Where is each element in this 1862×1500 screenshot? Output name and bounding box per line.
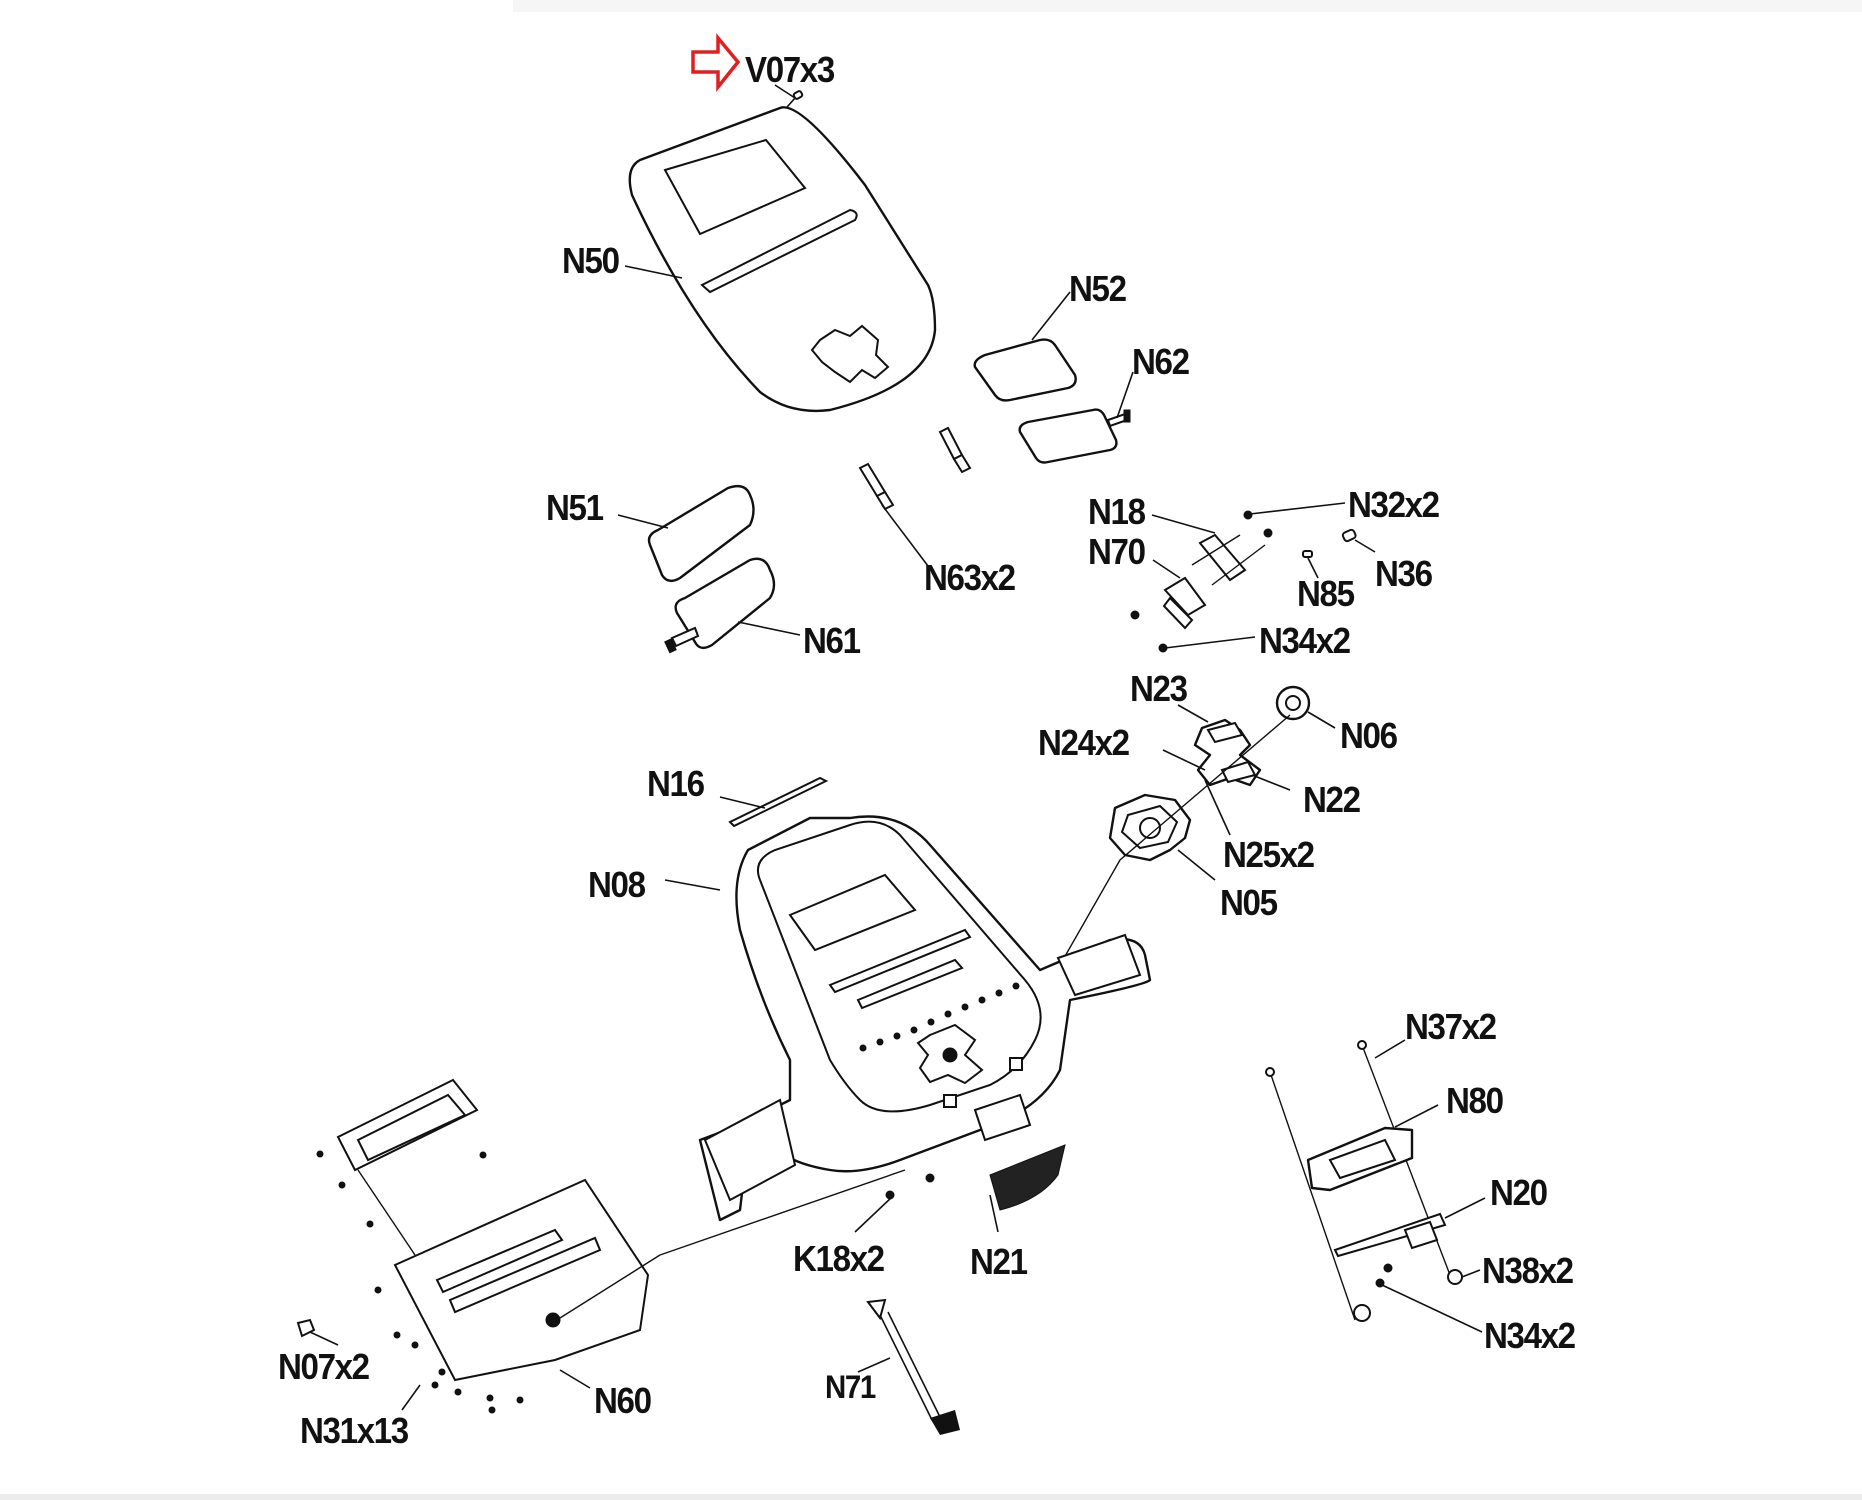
- bottom-band: [0, 1494, 1862, 1500]
- label-n05: N05: [1220, 882, 1278, 923]
- red-arrow-icon: [691, 33, 741, 92]
- part-n60-board: [316, 1078, 661, 1414]
- part-n61-pad: [664, 557, 801, 654]
- console-button-dots: [859, 982, 1020, 1052]
- label-k18x2: K18x2: [793, 1238, 885, 1279]
- label-n31x13: N31x13: [300, 1410, 409, 1451]
- part-n18-n70-bracket: [1130, 502, 1346, 653]
- label-n60: N60: [594, 1380, 652, 1421]
- label-n18: N18: [1088, 491, 1146, 532]
- label-n07x2: N07x2: [278, 1346, 370, 1387]
- part-n71-cable: [857, 1298, 960, 1435]
- part-n21-grille: [989, 1144, 1066, 1233]
- label-n85: N85: [1297, 573, 1355, 614]
- label-n70: N70: [1088, 531, 1146, 572]
- label-n24x2: N24x2: [1038, 722, 1130, 763]
- label-n22: N22: [1303, 779, 1361, 820]
- label-v07x3: V07x3: [745, 49, 835, 90]
- part-n62-pad: [1018, 371, 1134, 464]
- label-n61: N61: [803, 620, 861, 661]
- board-screws: [316, 1150, 524, 1414]
- part-n52-pad: [973, 291, 1077, 402]
- label-n23: N23: [1130, 668, 1188, 709]
- label-n32x2: N32x2: [1348, 484, 1440, 525]
- label-n50: N50: [562, 240, 620, 281]
- part-k18-screws: [659, 1169, 935, 1256]
- label-n08: N08: [588, 864, 646, 905]
- label-n25x2: N25x2: [1223, 834, 1315, 875]
- part-n51-pad: [617, 484, 755, 583]
- label-n34x2-bottom: N34x2: [1484, 1315, 1576, 1356]
- label-n52: N52: [1069, 268, 1127, 309]
- label-n21: N21: [970, 1241, 1028, 1282]
- part-n07-fastener: [296, 1318, 339, 1346]
- part-knob-cluster: [979, 685, 1336, 1051]
- label-n51: N51: [546, 487, 604, 528]
- label-n63x2: N63x2: [924, 557, 1016, 598]
- label-n34x2-top: N34x2: [1259, 620, 1351, 661]
- label-n71: N71: [825, 1369, 876, 1405]
- part-n85-n36-nuts: [1302, 528, 1376, 579]
- label-n38x2: N38x2: [1482, 1250, 1574, 1291]
- part-n80-assembly: [1265, 1039, 1486, 1333]
- top-band: [513, 0, 1862, 12]
- label-n16: N16: [647, 763, 705, 804]
- part-n16-strip: [719, 776, 829, 828]
- part-n63-connectors: [858, 426, 972, 567]
- label-n62: N62: [1132, 341, 1190, 382]
- label-n20: N20: [1490, 1172, 1548, 1213]
- part-n50-overlay: [624, 106, 937, 413]
- part-v07-screw: [774, 84, 804, 116]
- label-n37x2: N37x2: [1405, 1006, 1497, 1047]
- part-n08-console: [664, 815, 1152, 1222]
- label-n80: N80: [1446, 1080, 1504, 1121]
- label-n06: N06: [1340, 715, 1398, 756]
- label-n36: N36: [1375, 553, 1433, 594]
